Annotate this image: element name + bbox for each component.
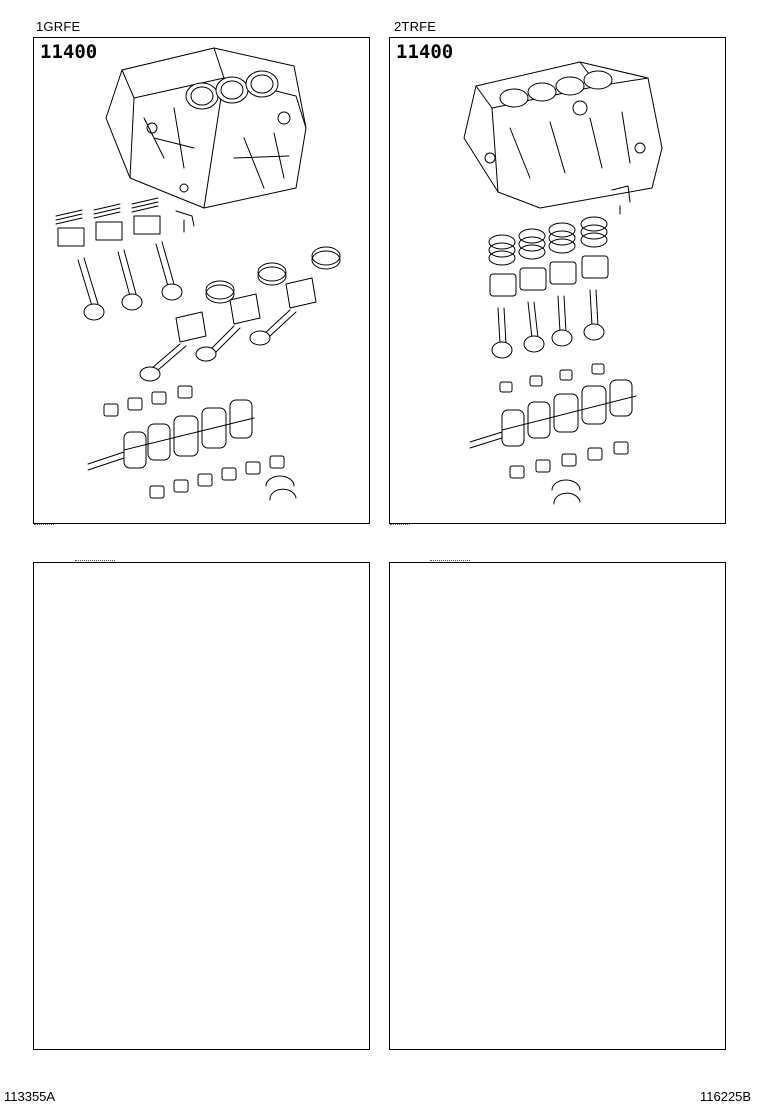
engine-parts-illustration-v6 [55,47,341,501]
connecting-rod-icon [491,289,605,359]
diagram-panel-2trfe: 11400 [389,37,726,524]
connecting-rod-icon [139,309,297,382]
divider-dots [75,560,115,561]
engine-code-1grfe: 1GRFE [36,19,81,34]
crankshaft-icon [87,399,255,471]
crankshaft-icon [469,379,637,449]
piston-ring-icon [488,216,608,266]
engine-code-2trfe: 2TRFE [394,19,437,34]
piston-ring-icon [55,197,159,225]
piston-icon [175,277,317,343]
piston-icon [489,255,609,297]
diagram-panel-1grfe: 11400 [33,37,370,524]
footer-code-right: 116225B [700,1089,752,1104]
divider-dots [430,560,470,561]
bearing-icon [149,455,297,501]
piston-ring-icon [205,246,341,304]
footer-code-left: 113355A [4,1089,56,1104]
part-number-1grfe[interactable]: 11400 [40,41,98,63]
divider-dots [390,524,410,525]
empty-panel-left [33,562,370,1050]
bearing-icon [103,385,193,417]
bearing-icon [499,363,605,393]
engine-block-icon [105,47,307,209]
empty-panel-right [389,562,726,1050]
bearing-icon [509,441,629,505]
divider-dots [34,524,54,525]
part-number-2trfe[interactable]: 11400 [396,41,454,63]
engine-block-icon [463,61,663,209]
piston-icon [57,215,161,247]
engine-parts-illustration-i4 [463,61,663,505]
connecting-rod-icon [77,241,183,321]
